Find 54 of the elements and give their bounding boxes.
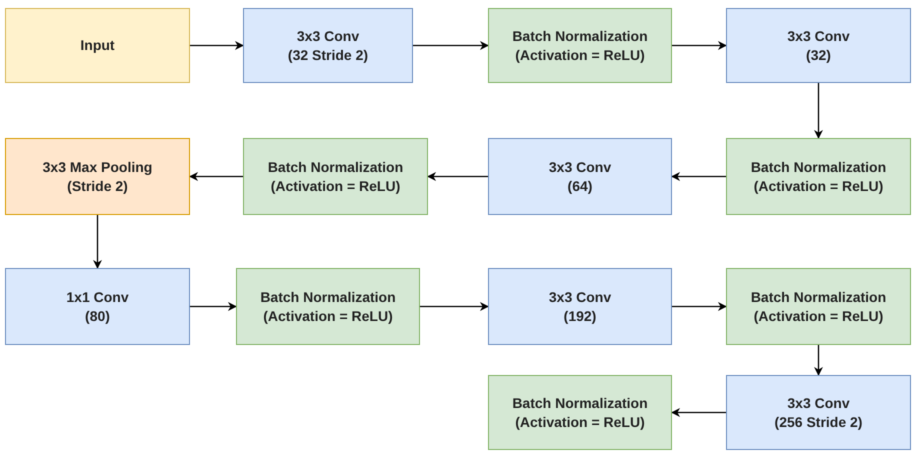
box-text: Batch Normalization	[512, 394, 648, 412]
box-text: (80)	[85, 306, 110, 326]
arrow	[672, 41, 727, 50]
process-box	[5, 8, 190, 83]
arrow	[190, 302, 237, 311]
box-text: Batch Normalization	[260, 288, 396, 306]
box-text: (Activation = ReLU)	[270, 176, 400, 196]
box-text: Input	[80, 36, 115, 55]
box-text: Batch Normalization	[268, 158, 404, 176]
arrow	[413, 41, 489, 50]
box-text: 1x1 Conv	[66, 288, 129, 306]
box-text: (Activation = ReLU)	[515, 412, 645, 432]
process-box	[488, 138, 672, 215]
box-text: (256 Stride 2)	[774, 412, 862, 432]
box-text: 3x3 Conv	[787, 26, 850, 46]
box-text: (Activation = ReLU)	[515, 46, 645, 64]
process-box	[726, 8, 911, 83]
process-box	[5, 138, 190, 215]
arrow	[671, 172, 726, 181]
arrow	[420, 302, 489, 311]
process-box	[726, 375, 911, 450]
box-text: (32 Stride 2)	[288, 46, 368, 64]
process-box	[488, 268, 672, 345]
box-text: (Activation = ReLU)	[263, 306, 393, 326]
arrow	[672, 302, 727, 311]
arrow	[427, 172, 488, 181]
box-text: (64)	[568, 176, 592, 196]
arrow	[93, 215, 102, 269]
arrow	[814, 345, 823, 376]
process-box	[488, 8, 672, 83]
process-box	[726, 138, 911, 215]
box-text: 3x3 Max Pooling	[42, 158, 152, 176]
box-text: 3x3 Conv	[548, 158, 612, 176]
box-text: Batch Normalization	[750, 288, 886, 306]
box-text: 3x3 Conv	[296, 26, 360, 46]
box-text: (Stride 2)	[67, 176, 128, 196]
box-text: 3x3 Conv	[787, 394, 850, 412]
box-text: (Activation = ReLU)	[754, 306, 884, 326]
box-text: Batch Normalization	[512, 26, 648, 46]
arrow	[189, 172, 243, 181]
process-box	[488, 375, 672, 450]
process-box	[236, 268, 420, 345]
box-text: (192)	[564, 306, 596, 326]
process-box	[726, 268, 911, 345]
box-text: (Activation = ReLU)	[754, 176, 884, 196]
process-box	[5, 268, 190, 345]
box-text: (32)	[806, 46, 831, 64]
box-text: 3x3 Conv	[548, 288, 612, 306]
process-box	[243, 8, 413, 83]
arrow	[671, 408, 726, 417]
arrow	[814, 83, 823, 139]
arrow	[190, 41, 244, 50]
process-box	[243, 138, 428, 215]
box-text: Batch Normalization	[750, 158, 886, 176]
